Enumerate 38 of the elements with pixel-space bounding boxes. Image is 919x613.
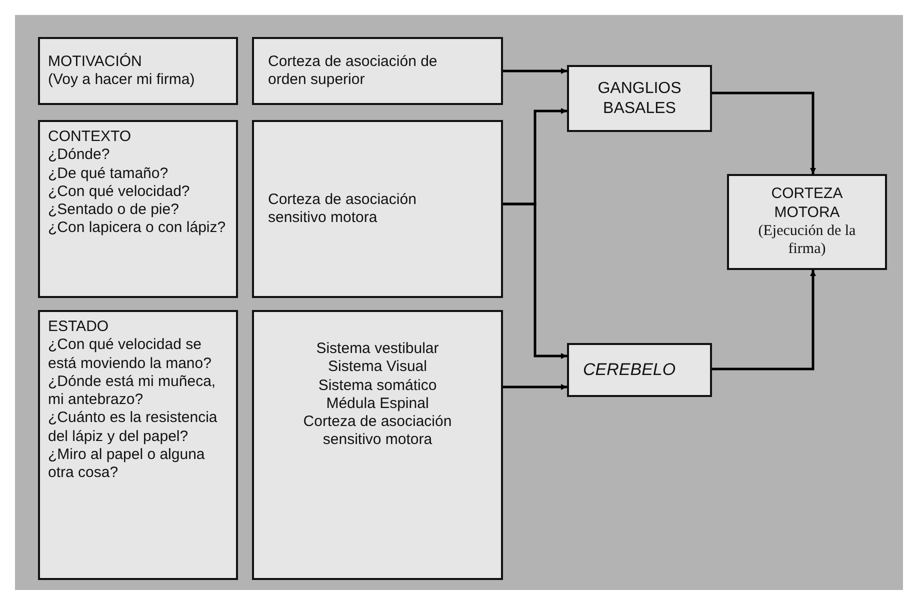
box-text: Corteza de asociación sensitivo motora	[302, 413, 453, 450]
arrow	[712, 92, 816, 174]
info-box	[252, 310, 503, 580]
arrow	[712, 270, 816, 370]
box-text: ¿Cuánto es la resistencia del lápiz y del papel?	[48, 409, 218, 446]
box-text: ¿Dónde está mi muñeca, mi antebrazo?	[48, 372, 217, 410]
box-text: ¿Miro al papel o alguna otra cosa?	[48, 446, 206, 483]
box-text: Corteza de asociación sensitivo motora	[268, 190, 418, 228]
box-text: ¿Sentado o de pie?	[48, 201, 179, 220]
box-text: ¿Con lapicera o con lápiz?	[48, 219, 226, 238]
info-box	[252, 120, 503, 298]
box-text: CORTEZA MOTORA	[770, 185, 844, 222]
info-box	[38, 310, 238, 580]
box-text: ¿De qué tamaño?	[48, 164, 168, 183]
info-box	[252, 37, 503, 105]
box-text: ¿Dónde?	[48, 146, 110, 165]
arrow	[503, 202, 567, 359]
box-text: Sistema vestibular	[316, 340, 439, 358]
box-text: Médula Espinal	[326, 394, 429, 414]
box-text: ¿Con qué velocidad se está moviendo la mano?	[48, 336, 212, 373]
arrow	[503, 68, 567, 74]
process-box	[567, 65, 712, 132]
info-box	[38, 37, 238, 105]
box-text: MOTIVACIÓN	[48, 52, 142, 71]
info-box	[38, 120, 238, 298]
process-box	[567, 343, 712, 397]
box-text: GANGLIOS BASALES	[596, 78, 682, 118]
box-text: Sistema somático	[318, 376, 437, 395]
box-text: ¿Con qué velocidad?	[48, 182, 190, 202]
box-text: CONTEXTO	[48, 128, 132, 146]
box-text: CEREBELO	[583, 360, 676, 380]
process-box	[727, 174, 887, 270]
box-text: (Voy a hacer mi firma)	[48, 71, 195, 90]
arrow	[503, 384, 567, 390]
box-text: (Ejecución de la firma)	[757, 222, 857, 259]
box-text: ESTADO	[48, 318, 109, 336]
box-text: Sistema Visual	[328, 358, 427, 377]
box-text: Corteza de asociación de orden superior	[268, 52, 438, 90]
